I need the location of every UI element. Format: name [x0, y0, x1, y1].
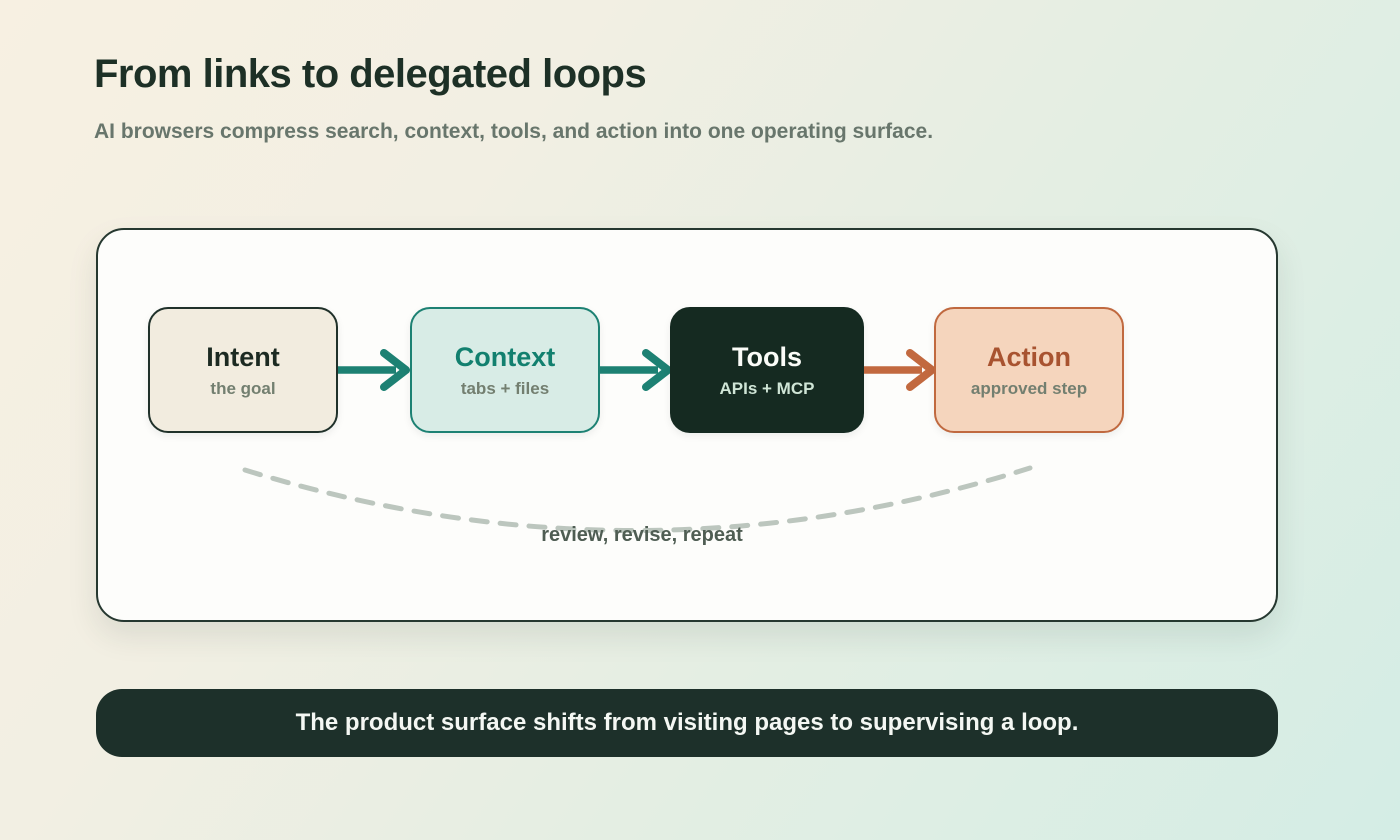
page-title: From links to delegated loops: [94, 52, 647, 96]
arrow-intent-to-context: [338, 349, 410, 391]
node-tools: Tools APIs + MCP: [670, 307, 864, 433]
node-action-title: Action: [987, 341, 1071, 372]
page-subtitle: AI browsers compress search, context, to…: [94, 120, 934, 143]
node-tools-title: Tools: [732, 341, 802, 372]
arrow-context-to-tools: [600, 349, 672, 391]
node-intent-title: Intent: [206, 341, 280, 372]
flow-diagram-card: Intent the goal Context tabs + files Too…: [96, 228, 1278, 622]
node-context: Context tabs + files: [410, 307, 600, 433]
feedback-loop-label: review, revise, repeat: [541, 524, 743, 546]
node-intent-subtitle: the goal: [210, 378, 276, 398]
node-action-subtitle: approved step: [970, 378, 1088, 398]
footer-banner-text: The product surface shifts from visiting…: [295, 709, 1079, 736]
arrow-tools-to-action: [864, 349, 936, 391]
node-tools-subtitle: APIs + MCP: [719, 378, 815, 398]
node-context-subtitle: tabs + files: [460, 378, 550, 398]
node-context-title: Context: [454, 341, 556, 372]
footer-banner: The product surface shifts from visiting…: [96, 689, 1278, 757]
node-intent: Intent the goal: [148, 307, 338, 433]
node-action: Action approved step: [934, 307, 1124, 433]
